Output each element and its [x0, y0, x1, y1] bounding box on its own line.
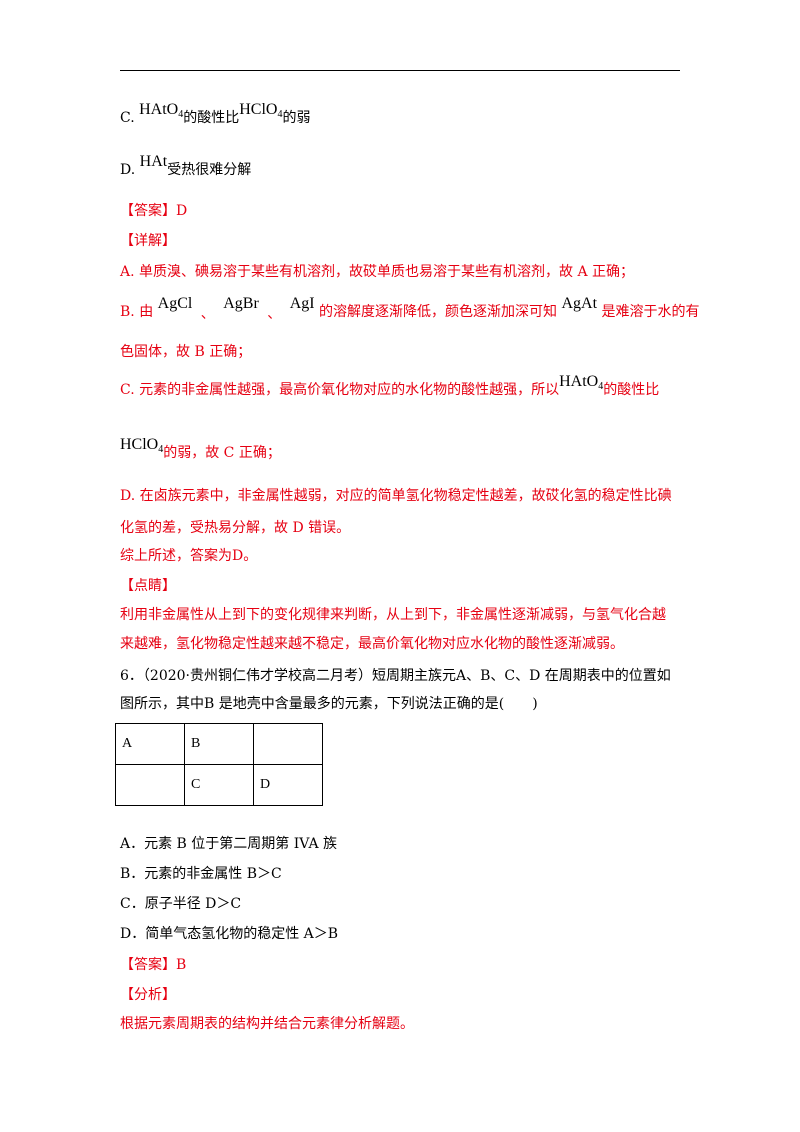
detail-c-line1: C. 元素的非金属性越强，最高价氧化物对应的水化物的酸性越强，所以HAtO4的酸…: [120, 373, 660, 398]
formula-agbr: AgBr: [223, 295, 259, 312]
tip-line2: 来越难，氢化物稳定性越来越不稳定，最高价氧化物对应水化物的酸性逐渐减弱。: [120, 636, 624, 652]
detail-b-line2: 色固体，故 B 正确；: [120, 344, 252, 360]
q6-option-d: D．简单气态氢化物的稳定性 A＞B: [120, 926, 339, 942]
q6-option-c: C．原子半径 D＞C: [120, 896, 242, 912]
formula-hat: HAt: [139, 153, 168, 170]
formula-hato4: HAtO4: [139, 101, 184, 120]
question-6-line1: 6．（2020·贵州铜仁伟才学校高二月考）短周期主族元A、B、C、D 在周期表中…: [120, 668, 671, 684]
detail-c-line2: HClO4的弱，故 C 正确；: [120, 436, 281, 461]
table-cell: D: [253, 764, 323, 806]
q6-option-b: B．元素的非金属性 B＞C: [120, 866, 282, 882]
formula-agat: AgAt: [561, 295, 598, 312]
header-rule: [120, 70, 680, 71]
formula-agcl: AgCl: [157, 295, 193, 312]
detail-b-line1: B. 由 AgCl 、 AgBr 、 AgI 的溶解度逐渐降低，颜色逐渐加深可知…: [120, 295, 700, 322]
formula-agi: AgI: [289, 295, 315, 312]
periodic-table-fragment: A B C D: [115, 723, 323, 806]
answer-label-1: 【答案】D: [120, 203, 188, 219]
table-cell: C: [184, 764, 254, 806]
detail-d-line2: 化氢的差，受热易分解，故 D 错误。: [120, 520, 351, 536]
table-cell: B: [184, 723, 254, 765]
formula-hato4-2: HAtO4: [559, 373, 604, 392]
detail-d-line1: D. 在卤族元素中，非金属性越弱，对应的简单氢化物稳定性越差，故砹化氢的稳定性比…: [120, 488, 672, 504]
q6-option-a: A．元素 B 位于第二周期第 IVA 族: [120, 836, 337, 852]
tip-line1: 利用非金属性从上到下的变化规律来判断，从上到下，非金属性逐渐减弱，与氢气化合越: [120, 607, 666, 623]
table-cell: A: [115, 723, 185, 765]
detail-title: 【详解】: [120, 233, 176, 249]
tip-title: 【点睛】: [120, 578, 176, 594]
formula-hclo4: HClO4: [239, 101, 283, 120]
formula-hclo4-2: HClO4: [120, 436, 164, 455]
table-cell: [253, 723, 323, 765]
option-c: C. HAtO4的酸性比HClO4的弱: [120, 101, 311, 126]
question-6-line2: 图所示，其中B 是地壳中含量最多的元素，下列说法正确的是( ): [120, 696, 538, 712]
analysis-title: 【分析】: [120, 987, 176, 1003]
detail-a: A. 单质溴、碘易溶于某些有机溶剂，故砹单质也易溶于某些有机溶剂，故 A 正确；: [120, 264, 635, 280]
answer-label-2: 【答案】B: [120, 957, 187, 973]
option-d: D. HAt受热很难分解: [120, 153, 252, 178]
table-cell: [115, 764, 185, 806]
analysis-text: 根据元素周期表的结构并结合元素律分析解题。: [120, 1016, 414, 1032]
detail-summary: 综上所述，答案为D。: [120, 548, 258, 564]
